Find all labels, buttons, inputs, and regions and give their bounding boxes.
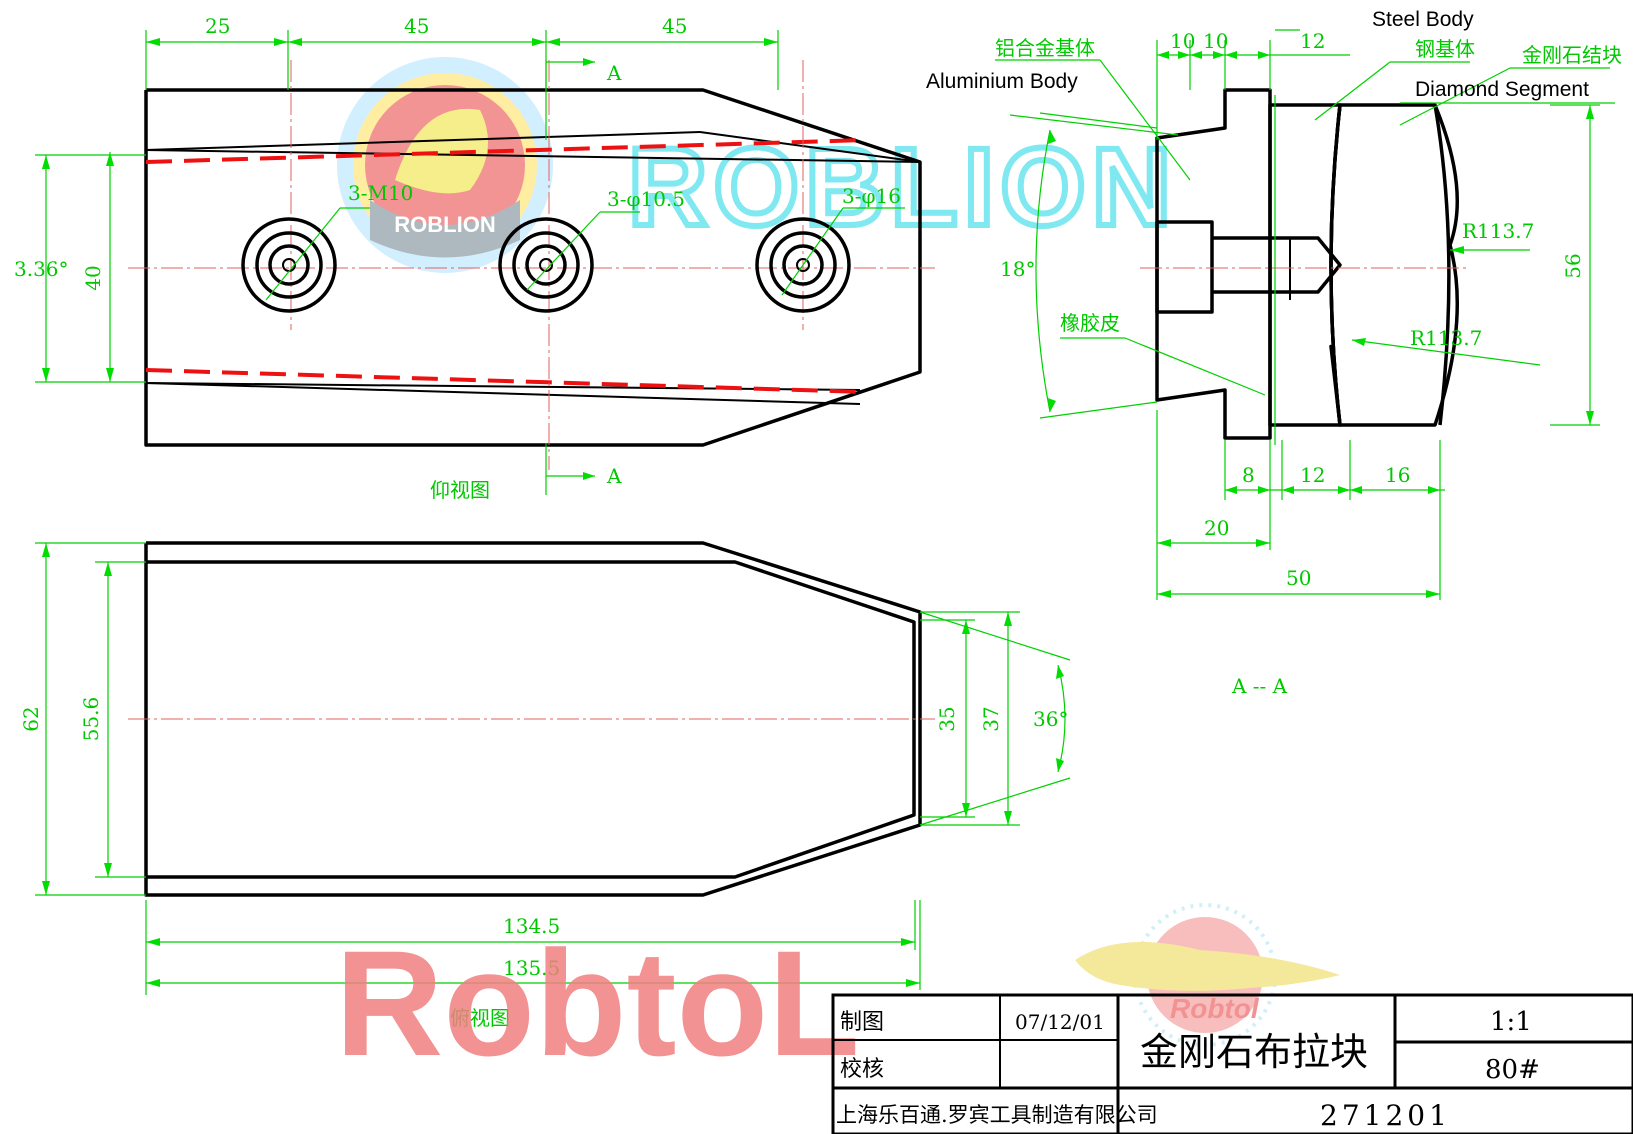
dim-angle-18: 18°: [1000, 257, 1035, 281]
bottom-view: [128, 58, 935, 495]
robtol-watermark: RobtoL: [335, 919, 860, 1087]
dim-37: 37: [979, 706, 1003, 731]
dim-1355: 135.5: [503, 956, 560, 980]
company: 上海乐百通.罗宾工具制造有限公司: [836, 1103, 1158, 1127]
diamond-segment-cn: 金刚石结块: [1522, 43, 1622, 67]
dim-angle-36: 36°: [1033, 707, 1068, 731]
dim-phi105: 3-φ10.5: [607, 187, 685, 211]
dim-56: 56: [1561, 253, 1585, 278]
cut-a-top: A: [606, 61, 622, 85]
dimension-text-layer: 25 45 45 3-M10 3-φ10.5 3-φ16 3.36° 40 A …: [14, 14, 1585, 980]
scale: 1:1: [1490, 1007, 1532, 1037]
steel-body-en: Steel Body: [1372, 8, 1474, 31]
bolt-hole-1: [241, 217, 337, 313]
part-name: 金刚石布拉块: [1140, 1030, 1368, 1074]
bolt-hole-3: [755, 217, 851, 313]
drawn-label: 制图: [840, 1010, 884, 1035]
section-label: A -- A: [1231, 674, 1288, 698]
dim-16: 16: [1385, 463, 1410, 487]
dim-phi16: 3-φ16: [842, 184, 901, 208]
top-view-dims: [35, 542, 1071, 995]
dim-m10: 3-M10: [348, 181, 413, 205]
dim-r1137-b: R113.7: [1410, 326, 1482, 350]
bottom-view-dims: [35, 30, 779, 383]
dim-50: 50: [1286, 566, 1311, 590]
bottom-view-label: 仰视图: [430, 478, 490, 502]
check-label: 校核: [840, 1057, 884, 1082]
drawn-date: 07/12/01: [1015, 1010, 1105, 1034]
robtol-cheetah-logo: Robtol: [1075, 903, 1340, 1047]
title-block: 制图 07/12/01 校核 金刚石布拉块 1:1 80# 上海乐百通.罗宾工具…: [831, 993, 1633, 1134]
dim-40: 40: [81, 265, 105, 290]
dim-45-b: 45: [662, 14, 687, 38]
robtol-script-text: Robtol: [1170, 993, 1260, 1024]
steel-body-cn: 钢基体: [1415, 37, 1475, 61]
dim-angle-336: 3.36°: [14, 257, 69, 281]
drawing-number: 271201: [1320, 1099, 1451, 1132]
grit: 80#: [1485, 1055, 1540, 1085]
dim-556: 55.6: [79, 697, 103, 742]
dim-62: 62: [19, 706, 43, 731]
label-layer: 仰视图 俯视图 A -- A 铝合金基体 Aluminium Body Stee…: [430, 8, 1622, 1030]
cut-a-bottom: A: [606, 464, 622, 488]
dim-20: 20: [1204, 516, 1229, 540]
section-dims: [995, 29, 1615, 600]
dim-1345: 134.5: [503, 914, 560, 938]
dim-25: 25: [205, 14, 230, 38]
top-view-label: 俯视图: [450, 1006, 510, 1030]
dim-10-a: 10: [1170, 29, 1195, 53]
aluminium-body-cn: 铝合金基体: [995, 36, 1095, 60]
roblion-logo-watermark: ROBLION: [337, 57, 553, 273]
roblion-logo-text: ROBLION: [394, 212, 495, 237]
rubber-label: 橡胶皮: [1060, 311, 1120, 335]
dim-12-b: 12: [1300, 463, 1325, 487]
aluminium-body-en: Aluminium Body: [926, 70, 1078, 93]
section-a-a: [1140, 88, 1470, 445]
dim-r1137-a: R113.7: [1462, 219, 1534, 243]
dim-8: 8: [1242, 463, 1255, 487]
dim-12-a: 12: [1300, 29, 1325, 53]
top-view: [128, 541, 935, 897]
roblion-big-watermark: ROBLION: [628, 126, 1177, 249]
dim-35: 35: [935, 706, 959, 731]
bolt-hole-2: [498, 217, 594, 313]
diamond-segment-en: Diamond Segment: [1415, 78, 1589, 101]
dim-45-a: 45: [404, 14, 429, 38]
dim-10-b: 10: [1203, 29, 1228, 53]
